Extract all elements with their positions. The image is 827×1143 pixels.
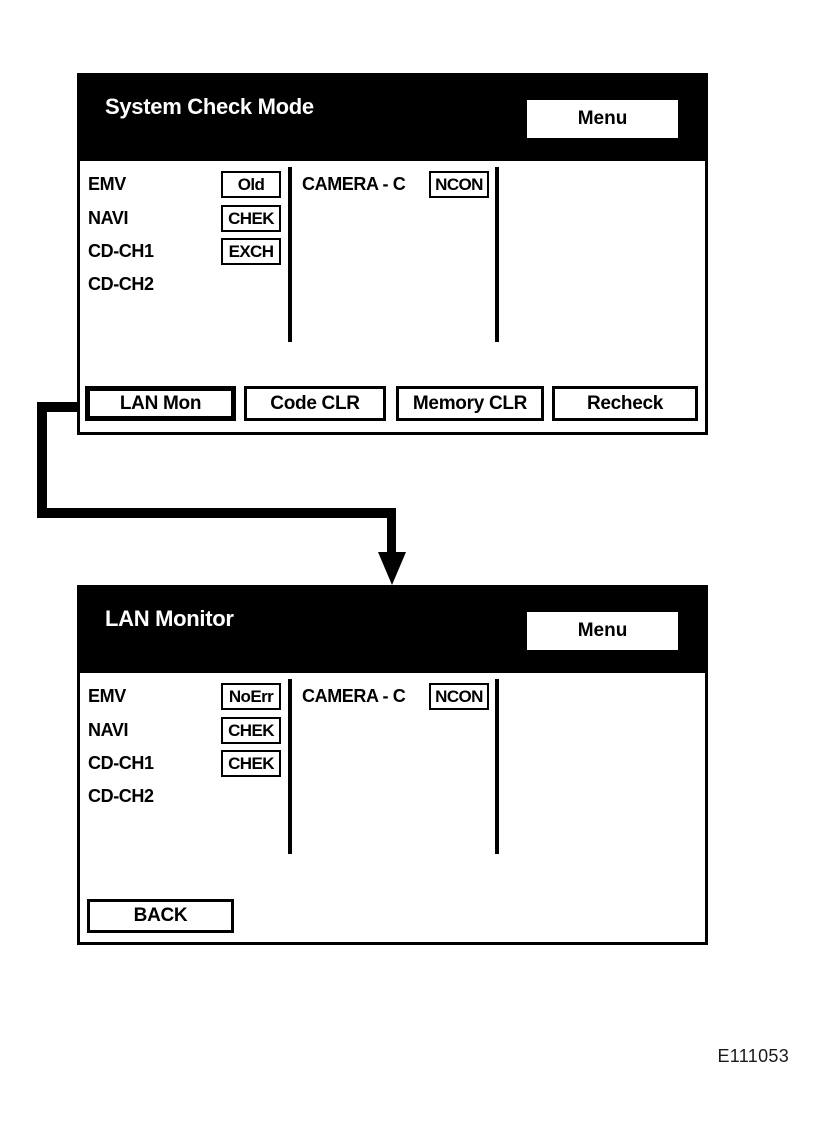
device-label-camera-c: CAMERA - C bbox=[302, 174, 406, 194]
status-badge-navi: CHEK bbox=[221, 205, 281, 232]
flow-arrowhead-icon bbox=[378, 552, 406, 585]
status-badge-emv: Old bbox=[221, 171, 281, 198]
column-divider bbox=[495, 167, 499, 342]
screen-header: System Check Mode Menu bbox=[77, 73, 708, 161]
recheck-button[interactable]: Recheck bbox=[552, 386, 698, 421]
screen-title: System Check Mode bbox=[105, 94, 314, 119]
device-label-navi: NAVI bbox=[88, 720, 129, 740]
flow-connector-segment bbox=[37, 508, 396, 518]
device-label-emv: EMV bbox=[88, 686, 126, 706]
status-badge-emv: NoErr bbox=[221, 683, 281, 710]
screen-header: LAN Monitor Menu bbox=[77, 585, 708, 673]
screen-title: LAN Monitor bbox=[105, 606, 234, 631]
column-divider bbox=[288, 679, 292, 854]
menu-button[interactable]: Menu bbox=[527, 100, 678, 138]
status-badge-navi: CHEK bbox=[221, 717, 281, 744]
menu-button[interactable]: Menu bbox=[527, 612, 678, 650]
status-badge-cd-ch1: EXCH bbox=[221, 238, 281, 265]
device-label-cd-ch2: CD-CH2 bbox=[88, 786, 154, 806]
flow-connector-segment bbox=[37, 402, 47, 518]
back-button[interactable]: BACK bbox=[87, 899, 234, 933]
flow-connector-segment bbox=[387, 510, 396, 556]
device-label-navi: NAVI bbox=[88, 208, 129, 228]
lan-monitor-screen: LAN Monitor Menu EMV NAVI CD-CH1 CD-CH2 … bbox=[77, 585, 708, 945]
column-divider bbox=[288, 167, 292, 342]
memory-clr-button[interactable]: Memory CLR bbox=[396, 386, 544, 421]
status-badge-camera-c: NCON bbox=[429, 171, 489, 198]
device-label-cd-ch1: CD-CH1 bbox=[88, 753, 154, 773]
device-label-camera-c: CAMERA - C bbox=[302, 686, 406, 706]
column-divider bbox=[495, 679, 499, 854]
system-check-mode-screen: System Check Mode Menu EMV NAVI CD-CH1 C… bbox=[77, 73, 708, 435]
lan-mon-button[interactable]: LAN Mon bbox=[85, 386, 236, 421]
device-label-cd-ch1: CD-CH1 bbox=[88, 241, 154, 261]
device-label-emv: EMV bbox=[88, 174, 126, 194]
status-badge-camera-c: NCON bbox=[429, 683, 489, 710]
code-clr-button[interactable]: Code CLR bbox=[244, 386, 386, 421]
figure-id-label: E111053 bbox=[717, 1046, 789, 1066]
flow-connector-segment bbox=[37, 402, 80, 412]
status-badge-cd-ch1: CHEK bbox=[221, 750, 281, 777]
device-label-cd-ch2: CD-CH2 bbox=[88, 274, 154, 294]
